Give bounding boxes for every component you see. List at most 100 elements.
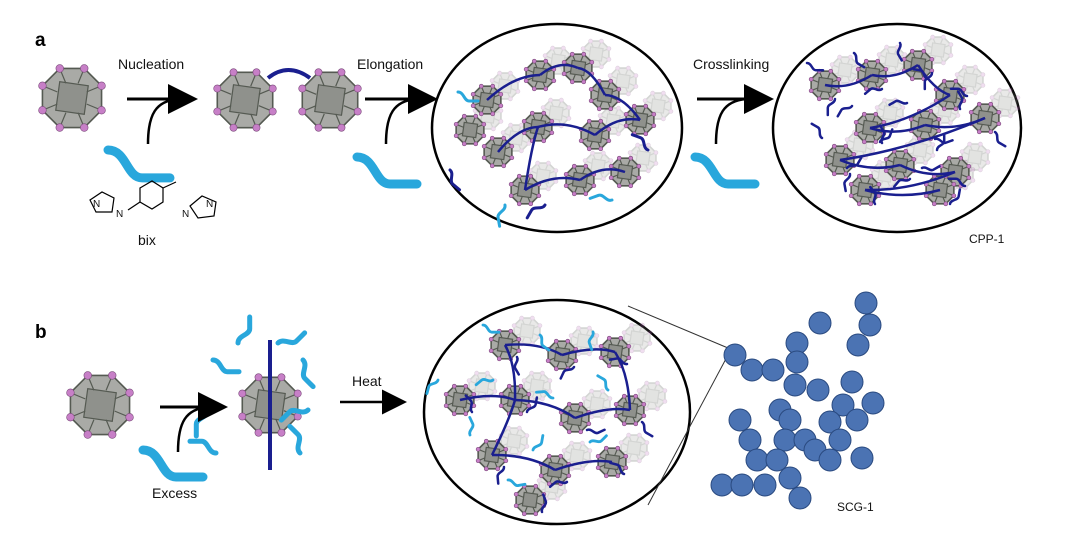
cage-vertex: [517, 451, 522, 457]
cage-vertex: [646, 168, 651, 174]
cage-vertex: [498, 91, 504, 97]
cage-strut: [516, 427, 520, 435]
cage-vertex: [626, 432, 631, 438]
cage-strut: [552, 47, 556, 55]
cage-strut: [545, 162, 549, 170]
cage-vertex: [517, 425, 522, 431]
cage-vertex: [526, 403, 532, 409]
cage-strut: [926, 144, 934, 148]
cage-shell: [991, 89, 1019, 117]
cage-strut: [654, 382, 658, 390]
cage-core: [588, 46, 604, 62]
cage-vertex: [268, 84, 277, 93]
linker-strand: [845, 156, 863, 170]
cage-vertex: [808, 76, 814, 82]
linker-strand: [538, 333, 551, 352]
cage-vertex: [516, 173, 522, 179]
aggregate-sphere: [806, 378, 830, 402]
cage-vertex: [586, 146, 592, 152]
network-link: [554, 459, 613, 472]
cage-vertex: [565, 338, 571, 344]
linker-strand: [193, 407, 211, 439]
aggregate-sphere: [723, 343, 747, 367]
cage-vertex: [561, 448, 567, 453]
cage-vertex: [489, 135, 495, 141]
network-link: [491, 453, 556, 472]
cage-vertex: [828, 68, 834, 74]
cage-strut: [926, 152, 934, 156]
cage-vertex: [1015, 95, 1021, 100]
cage-vertex: [478, 83, 484, 89]
cage-vertex: [836, 76, 842, 82]
aggregate-sphere: [846, 333, 870, 357]
cage-strut: [558, 488, 566, 492]
aggregate-sphere: [710, 473, 734, 497]
cage-vertex: [651, 123, 657, 129]
linker-strand: [947, 177, 967, 188]
cage-vertex: [856, 173, 862, 179]
network-link: [613, 351, 632, 411]
cage-strut: [924, 44, 932, 48]
cage-strut: [604, 160, 612, 164]
cage-icon: [876, 44, 908, 76]
panel-label-a: a: [35, 30, 46, 51]
step-label-elongation: Elongation: [357, 56, 424, 72]
cage-vertex: [931, 201, 937, 207]
cage-strut: [944, 44, 952, 48]
cage-strut: [660, 112, 664, 120]
cage-strut: [956, 74, 964, 78]
linker-strand: [448, 168, 462, 192]
cage-strut: [522, 140, 530, 144]
cage-strut: [645, 164, 649, 172]
cage-vertex: [543, 58, 549, 64]
cage-vertex: [633, 73, 639, 78]
cage-vertex: [508, 96, 513, 102]
cage-vertex: [616, 131, 621, 137]
network-link: [839, 158, 901, 170]
cage-vertex: [562, 489, 568, 494]
cage-strut: [590, 40, 594, 48]
cage-vertex: [936, 128, 942, 134]
cage-core: [569, 448, 585, 464]
cage-vertex: [606, 335, 612, 341]
cage-vertex: [66, 388, 75, 397]
cage-vertex: [948, 120, 953, 126]
linker-strand: [878, 124, 886, 145]
cage-vertex: [828, 96, 834, 102]
cage-vertex: [928, 108, 934, 114]
cage-vertex: [653, 161, 659, 166]
cage-vertex: [488, 336, 494, 342]
aggregate-sphere: [730, 473, 754, 497]
cage-vertex: [855, 66, 861, 72]
cage-strut: [549, 170, 557, 174]
linker-strand: [585, 428, 606, 435]
cage-vertex: [498, 108, 504, 113]
cage-vertex: [836, 88, 842, 94]
cage-strut: [847, 76, 851, 84]
cage-vertex: [528, 173, 534, 179]
cage-vertex: [541, 138, 547, 144]
network-link: [539, 63, 579, 76]
linker-strand: [588, 434, 608, 444]
cage-vertex: [646, 142, 651, 148]
cage-vertex: [662, 388, 668, 393]
cage-vertex: [549, 118, 555, 124]
cage-vertex: [229, 123, 238, 132]
cage-vertex: [598, 118, 604, 124]
cage-shell: [876, 99, 904, 127]
cage-strut: [625, 87, 629, 95]
cage-vertex: [531, 86, 537, 92]
cage-vertex: [571, 191, 577, 197]
cage-strut: [513, 325, 521, 329]
cage-vertex: [587, 448, 593, 453]
cage-vertex: [601, 150, 606, 156]
cage-strut: [521, 337, 525, 345]
cage-vertex: [606, 46, 612, 51]
cage-vertex: [516, 336, 522, 342]
cage-vertex: [481, 143, 487, 149]
cage-vertex: [608, 175, 614, 181]
product-label-cpp1: CPP-1: [969, 232, 1005, 246]
cage-strut: [531, 392, 535, 400]
linker-strand: [275, 330, 308, 346]
cage-strut: [537, 162, 541, 170]
